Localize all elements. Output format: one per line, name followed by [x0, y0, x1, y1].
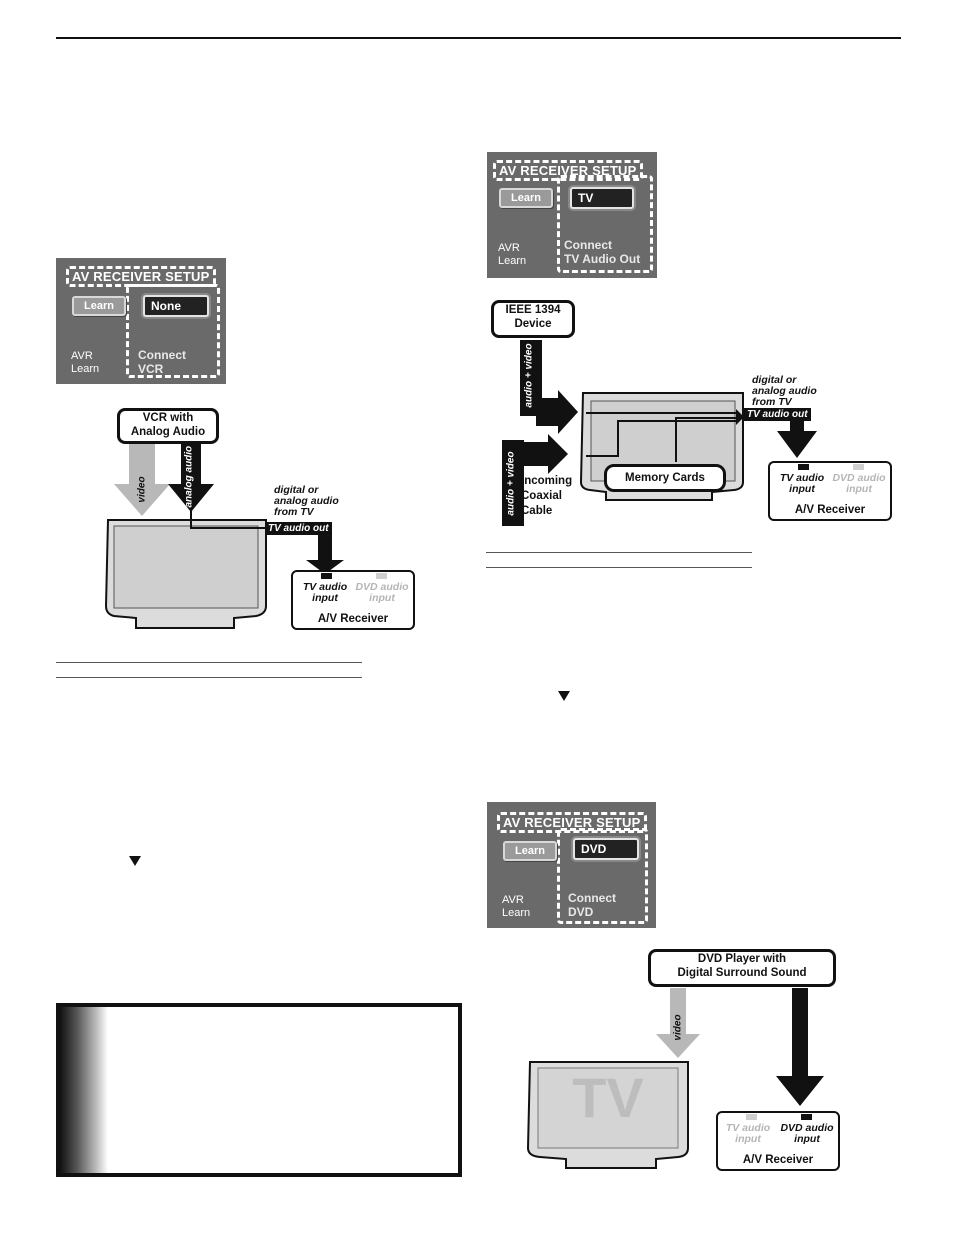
connect-selection-frame [557, 175, 653, 273]
av-label-1394: audio + video [523, 343, 535, 408]
section-rule [56, 662, 362, 663]
av-cable-bar-coax [502, 440, 524, 526]
panel-title: AV RECEIVER SETUP [497, 812, 647, 833]
video-arrow [656, 988, 700, 1058]
tv-audio-input-jack [746, 1114, 757, 1120]
panel-title: AV RECEIVER SETUP [493, 160, 643, 181]
analog-audio-arrow [168, 442, 214, 512]
learn-button[interactable]: Learn [499, 188, 553, 208]
vcr-connection-diagram [104, 442, 344, 629]
section-rule [486, 567, 752, 568]
connect-selection-frame [557, 828, 648, 924]
avr-device-value[interactable]: DVD [573, 838, 639, 860]
dvd-audio-input-jack [853, 464, 864, 470]
receiver-arrow [777, 419, 817, 458]
tv-screen [537, 1067, 679, 1149]
video-label: video [136, 476, 148, 503]
audio-line-arrowhead [736, 409, 744, 425]
analog-audio-label: analog audio [183, 445, 195, 508]
page-top-rule [56, 37, 901, 39]
audio-line-3 [675, 417, 736, 462]
dvd-audio-input-jack [801, 1114, 812, 1120]
dvd-audio-input-jack [376, 573, 387, 579]
receiver-name: A/V Receiver [317, 613, 389, 625]
tv-audio-out-label: TV audio out [744, 408, 811, 421]
callout-gradient-bar [60, 1007, 108, 1173]
learn-button[interactable]: Learn [72, 296, 126, 316]
tv-audio-input-jack [798, 464, 809, 470]
tv-audio-line [190, 505, 266, 529]
avr-device-value[interactable]: TV [570, 187, 634, 209]
receiver-name: A/V Receiver [742, 1154, 814, 1166]
section-rule [56, 677, 362, 678]
down-arrow-icon [129, 856, 141, 866]
digital-audio-arrow [776, 988, 824, 1106]
1394-input-arrow [536, 390, 578, 434]
av-label-coax: audio + video [505, 451, 517, 516]
connect-selection-frame [126, 284, 220, 378]
tv-screen-label: TV [572, 1066, 644, 1129]
memory-cards-box: Memory Cards [604, 464, 726, 492]
tv-screen [113, 525, 259, 609]
dvd-connection-diagram [526, 988, 824, 1169]
video-label: video [672, 1014, 684, 1041]
note-callout-box [56, 1003, 462, 1177]
coax-input-arrow [520, 434, 568, 474]
receiver-name: A/V Receiver [794, 504, 866, 516]
av-cable-bar-1394 [520, 340, 542, 416]
tv-audio-out-label: TV audio out [265, 522, 332, 535]
receiver-arrow [306, 534, 344, 574]
tv-audio-input-jack [321, 573, 332, 579]
learn-button[interactable]: Learn [503, 841, 557, 861]
section-rule [486, 552, 752, 553]
video-arrow [114, 442, 170, 516]
avr-device-value[interactable]: None [143, 295, 209, 317]
down-arrow-icon [558, 691, 570, 701]
